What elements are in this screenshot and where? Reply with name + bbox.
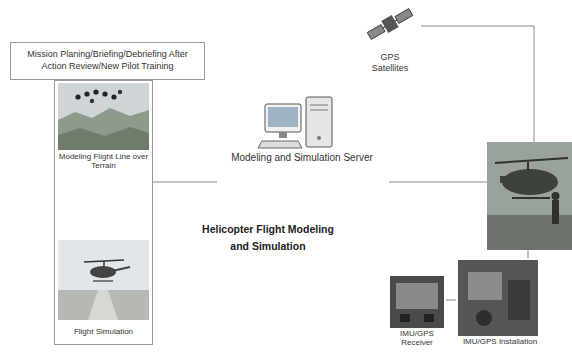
satellite-link xyxy=(421,26,534,142)
receiver-photo xyxy=(390,276,444,328)
receiver-node: IMU/GPS Receiver xyxy=(388,272,446,350)
server-node: Modeling and Simulation Server xyxy=(217,92,387,190)
satellite-icon xyxy=(366,6,415,42)
node-caption: Mission Planing/Briefing/Debriefing Afte… xyxy=(15,49,200,72)
helicopter-installation-link xyxy=(528,250,529,258)
connector-line xyxy=(153,182,217,183)
diagram-heading: Helicopter Flight Modeling and Simulatio… xyxy=(198,221,338,255)
node-caption: IMU/GPS Installation xyxy=(463,338,537,347)
image-panel: Modeling Flight Line over TerrainFlight … xyxy=(54,80,153,345)
node-caption: Modeling and Simulation Server xyxy=(231,152,373,164)
installation-photo xyxy=(458,260,538,336)
info-box: Mission Planing/Briefing/Debriefing Afte… xyxy=(10,42,205,80)
satellite-node: GPS Satellites xyxy=(362,2,418,76)
simulation-image xyxy=(58,240,149,320)
server-helicopter-link xyxy=(389,182,487,183)
connector-line xyxy=(446,300,456,301)
node-caption: GPS Satellites xyxy=(368,52,412,74)
heading-text: Helicopter Flight Modeling and Simulatio… xyxy=(202,223,334,252)
node-caption: Modeling Flight Line over Terrain xyxy=(58,152,149,170)
node-caption-secondary: Flight Simulation xyxy=(74,327,133,336)
installation-node: IMU/GPS Installation xyxy=(456,258,544,350)
terrain-image xyxy=(58,83,149,150)
server-computer xyxy=(258,97,332,148)
helicopter-photo xyxy=(487,142,572,250)
node-caption: IMU/GPS Receiver xyxy=(392,330,442,348)
